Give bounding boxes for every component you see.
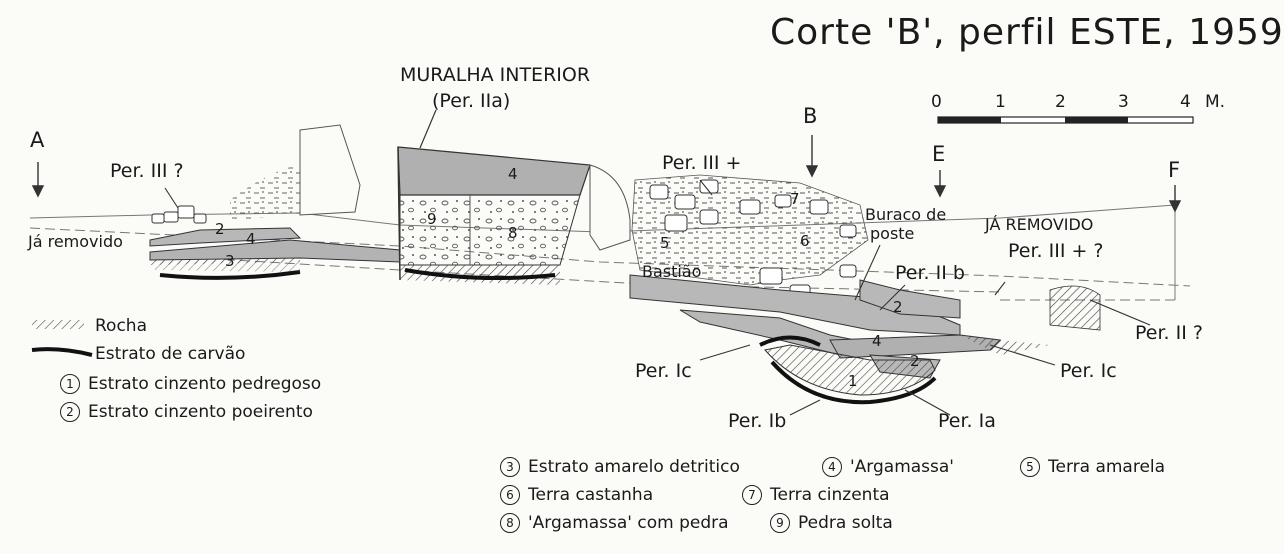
- ja-removido-right-label: JÁ REMOVIDO: [985, 215, 1094, 234]
- per-ia-label: Per. Ia: [938, 410, 996, 432]
- layer-number: 9: [427, 210, 437, 228]
- legend-text: 'Argamassa' com pedra: [528, 513, 729, 533]
- legend-number: 5: [1020, 457, 1040, 477]
- legend-rocha: Rocha: [95, 316, 147, 336]
- legend-text: Terra castanha: [528, 485, 654, 505]
- bottom-legend-5: 5 Terra amarela: [1020, 457, 1165, 477]
- marker-b: B: [803, 104, 818, 128]
- legend-number: 6: [500, 485, 520, 505]
- per-ic-left-label: Per. Ic: [635, 360, 692, 382]
- bottom-legend-3: 3 Estrato amarelo detritico: [500, 457, 740, 477]
- marker-f: F: [1168, 158, 1181, 182]
- scale-tick-4: 4: [1180, 92, 1191, 112]
- muralha-period-label: (Per. IIa): [432, 90, 511, 112]
- layer-number: 4: [246, 230, 256, 248]
- legend-number-2: 2: [60, 402, 80, 422]
- legend-text: Terra cinzenta: [770, 485, 890, 505]
- layer-number: 2: [910, 352, 920, 370]
- muralha-label: MURALHA INTERIOR: [400, 64, 591, 86]
- bastiao-label: Bastião: [642, 262, 702, 281]
- ja-removido-left-label: Já removido: [28, 232, 123, 251]
- legend-text: Terra amarela: [1048, 457, 1166, 477]
- bottom-legend-7: 7 Terra cinzenta: [742, 485, 890, 505]
- layer-number: 1: [848, 372, 858, 390]
- bottom-legend-6: 6 Terra castanha: [500, 485, 653, 505]
- per-ib-label: Per. Ib: [728, 410, 787, 432]
- section-drawing: [29, 109, 1194, 416]
- scale-tick-2: 2: [1055, 92, 1066, 112]
- legend-text: 'Argamassa': [850, 457, 954, 477]
- per-iib-label: Per. II b: [895, 262, 965, 284]
- legend-item-1: 1 Estrato cinzento pedregoso: [60, 374, 321, 394]
- per-iii-plus-label: Per. III +: [662, 152, 742, 174]
- legend-item-2: 2 Estrato cinzento poeirento: [60, 402, 313, 422]
- legend-number: 9: [770, 513, 790, 533]
- layer-number: 6: [800, 232, 810, 250]
- legend-number: 7: [742, 485, 762, 505]
- per-iii-plus-q-label: Per. III + ?: [1008, 240, 1104, 262]
- marker-a: A: [30, 128, 45, 152]
- legend-carvao-label: Estrato de carvão: [95, 344, 246, 364]
- marker-e: E: [932, 142, 946, 166]
- layer-number: 4: [508, 165, 518, 183]
- layer-number: 3: [225, 252, 235, 270]
- scale-bar: [937, 116, 1194, 124]
- left-deposits: [149, 124, 401, 280]
- legend-item-1-label: Estrato cinzento pedregoso: [88, 374, 322, 394]
- buraco-label-1: Buraco de: [865, 205, 947, 224]
- bottom-legend-4: 4 'Argamassa': [822, 457, 954, 477]
- bottom-legend-8: 8 'Argamassa' com pedra: [500, 513, 729, 533]
- per-ic-right-label: Per. Ic: [1060, 360, 1117, 382]
- muralha-block: [397, 109, 591, 285]
- scale-tick-3: 3: [1118, 92, 1129, 112]
- scale-unit: M.: [1205, 92, 1226, 112]
- layer-number: 2: [893, 298, 903, 316]
- per-ii-q-label: Per. II ?: [1135, 322, 1203, 344]
- legend-number: 8: [500, 513, 520, 533]
- legend-symbols: [31, 320, 93, 357]
- page-title: Corte 'B', perfil ESTE, 1959: [770, 12, 1284, 53]
- legend-carvao: Estrato de carvão: [95, 344, 245, 364]
- per-iii-q-label: Per. III ?: [110, 160, 184, 182]
- legend-item-2-label: Estrato cinzento poeirento: [88, 402, 313, 422]
- layer-number: 5: [660, 234, 670, 252]
- legend-number-1: 1: [60, 374, 80, 394]
- layer-number: 8: [508, 224, 518, 242]
- lower-strata: [629, 274, 1101, 405]
- marker-arrows: [31, 135, 1182, 213]
- layer-number: 4: [872, 332, 882, 350]
- layer-number: 7: [790, 190, 800, 208]
- layer-number: 2: [215, 220, 225, 238]
- legend-number: 3: [500, 457, 520, 477]
- buraco-label-2: poste: [870, 224, 915, 243]
- leader-lines: [164, 179, 1151, 416]
- legend-text: Pedra solta: [798, 513, 893, 533]
- legend-text: Estrato amarelo detritico: [528, 457, 740, 477]
- bottom-legend-9: 9 Pedra solta: [770, 513, 893, 533]
- scale-tick-1: 1: [995, 92, 1006, 112]
- legend-rocha-label: Rocha: [95, 316, 147, 336]
- legend-number: 4: [822, 457, 842, 477]
- scale-tick-0: 0: [931, 92, 942, 112]
